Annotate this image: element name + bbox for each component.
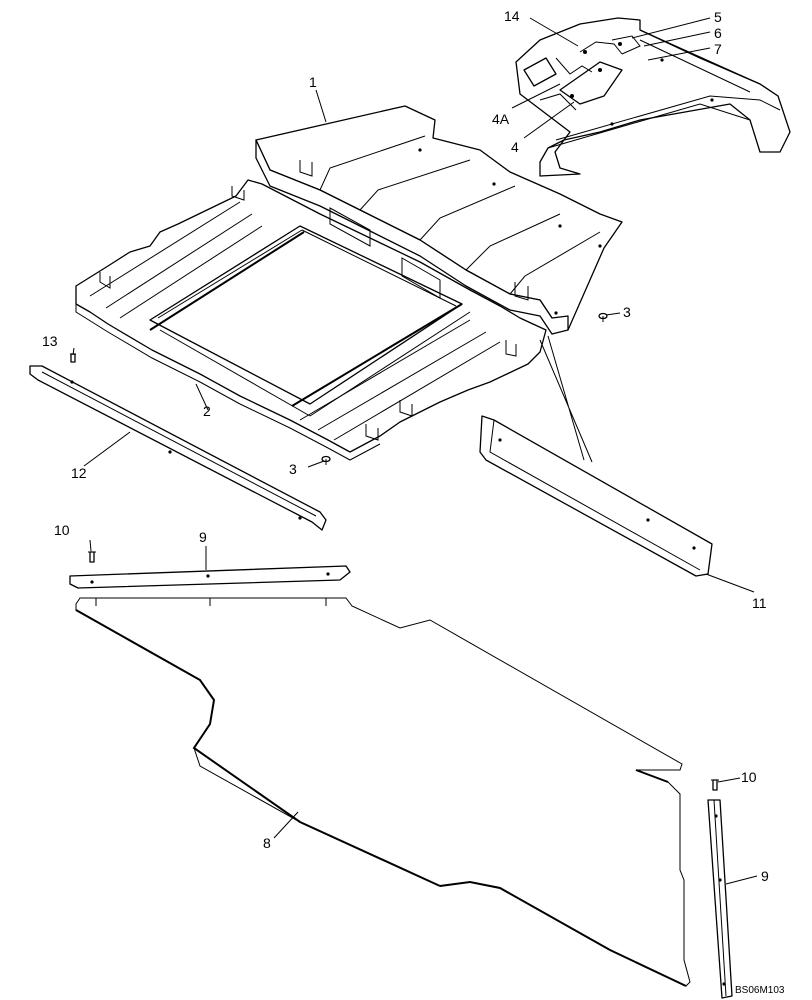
callout-6: 6 xyxy=(714,25,722,41)
part-11-trim xyxy=(479,415,713,577)
callout-8: 8 xyxy=(263,835,271,851)
part-9-top-strip xyxy=(69,565,351,589)
part-1-upper-mat xyxy=(255,105,623,335)
part-9-side-strip xyxy=(707,799,733,999)
callout-2: 2 xyxy=(203,403,211,419)
callout-4: 4 xyxy=(511,139,519,155)
callout-10-right: 10 xyxy=(741,769,757,785)
callout-9-right: 9 xyxy=(761,868,769,884)
drawing-code: BS06M103 xyxy=(735,985,785,996)
callout-10-left: 10 xyxy=(54,522,70,538)
callout-5: 5 xyxy=(714,9,722,25)
part-12-strip xyxy=(29,365,327,531)
part-2-lower-mat xyxy=(75,179,547,461)
part-8-floor-mat xyxy=(75,597,691,987)
fastener-3-right xyxy=(598,312,608,322)
callout-11: 11 xyxy=(752,595,767,611)
fastener-13 xyxy=(70,353,76,363)
callout-7: 7 xyxy=(714,41,722,57)
callout-3-bottom: 3 xyxy=(289,461,297,477)
callout-12: 12 xyxy=(71,465,87,481)
callout-1: 1 xyxy=(309,74,317,90)
fastener-10-right xyxy=(711,779,719,791)
inset-bracket-detail xyxy=(515,17,791,177)
leader-lines xyxy=(72,17,758,885)
fastener-3-bottom xyxy=(321,455,331,465)
callout-3-right: 3 xyxy=(623,304,631,320)
fastener-10-left xyxy=(88,551,96,563)
callout-4a: 4A xyxy=(492,111,510,127)
callout-9-top: 9 xyxy=(199,529,207,545)
callout-13: 13 xyxy=(42,333,58,349)
callout-14: 14 xyxy=(504,8,520,24)
